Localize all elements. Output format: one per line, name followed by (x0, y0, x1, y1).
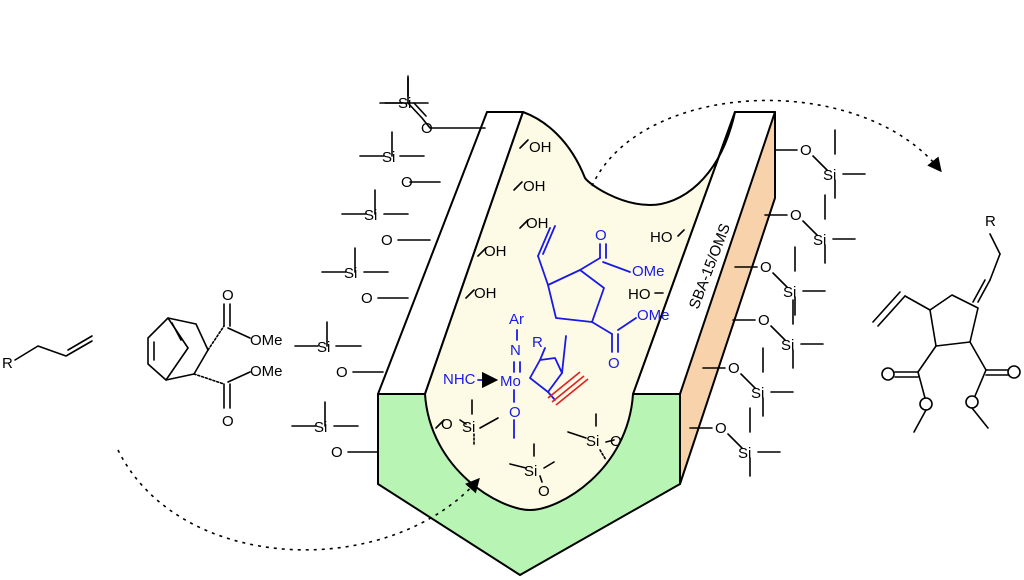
ester-o-top: O (222, 287, 234, 304)
silanol: O (441, 416, 453, 433)
tms-o: O (758, 312, 770, 329)
ester-ome-top: OMe (250, 332, 283, 349)
nhc-label: NHC (443, 371, 476, 388)
ester-o-bottom: O (222, 413, 234, 430)
silanol: OH (474, 285, 497, 302)
ester-ome: OMe (637, 307, 670, 324)
tms-o: O (361, 290, 373, 307)
tms-o: O (790, 207, 802, 224)
tms-si: Si (781, 337, 794, 354)
tms-si: Si (813, 232, 826, 249)
tms-o: O (800, 142, 812, 159)
tms-o: O (715, 420, 727, 437)
product-r: R (985, 213, 996, 230)
silanol: OH (529, 139, 552, 156)
product-release-arrow (591, 99, 942, 187)
tms-si: Si (314, 419, 327, 436)
silanol: OH (523, 178, 546, 195)
inner-siloxy-groups: Si Si O Si O (459, 399, 622, 500)
pore-interior (424, 111, 736, 511)
tms-si: Si (382, 149, 395, 166)
ester-ome: OMe (632, 263, 665, 280)
silanol: OH (484, 243, 507, 260)
tms-o: O (331, 444, 343, 461)
tms-si: Si (364, 207, 377, 224)
tms-o: O (336, 364, 348, 381)
grafted-catalyst: Ar N NHC Mo O R O OMe (443, 225, 670, 439)
alkene-r: R (2, 355, 13, 372)
catalyst-r: R (532, 334, 543, 351)
right-siloxy-groups: O Si O Si O Si O Si (689, 129, 866, 477)
tms-si: Si (751, 385, 764, 402)
tms-o: O (401, 174, 413, 191)
imido-n: N (510, 342, 521, 359)
tms-si: Si (317, 339, 330, 356)
pore-silanols: OH OH OH OH OH O HO HO (435, 139, 685, 433)
inner-si: Si (586, 433, 599, 450)
silanol: OH (526, 215, 549, 232)
tms-o: O (728, 360, 740, 377)
inner-o: O (610, 433, 622, 450)
tms-o: O (421, 120, 433, 137)
steric-clash-mark (547, 371, 589, 406)
terminal-alkene: R (2, 335, 93, 372)
inner-si: Si (462, 419, 475, 436)
tms-si: Si (344, 265, 357, 282)
silanol: HO (628, 286, 651, 303)
tms-si: Si (823, 167, 836, 184)
silanol: HO (650, 229, 673, 246)
alkoxide-o: O (509, 404, 521, 421)
inner-si: Si (524, 463, 537, 480)
ester-ome-bottom: OMe (250, 363, 283, 380)
aryl-label: Ar (509, 311, 524, 328)
inner-o: O (538, 483, 550, 500)
tms-si: Si (398, 95, 411, 112)
mesoporous-support (377, 111, 776, 576)
molybdenum: Mo (500, 373, 521, 390)
reagent-entry-arrow (117, 449, 480, 551)
ester-carbonyl-o: O (608, 355, 620, 372)
ester-carbonyl-o: O (595, 227, 607, 244)
left-siloxy-groups: O Si O Si O Si O Si (291, 75, 486, 461)
tms-si: Si (738, 445, 751, 462)
tms-o: O (381, 232, 393, 249)
ring-opened-product: R (872, 213, 1021, 433)
tms-si: Si (783, 284, 796, 301)
norbornene-diester: O OMe O OMe (147, 287, 283, 430)
tms-o: O (760, 259, 772, 276)
